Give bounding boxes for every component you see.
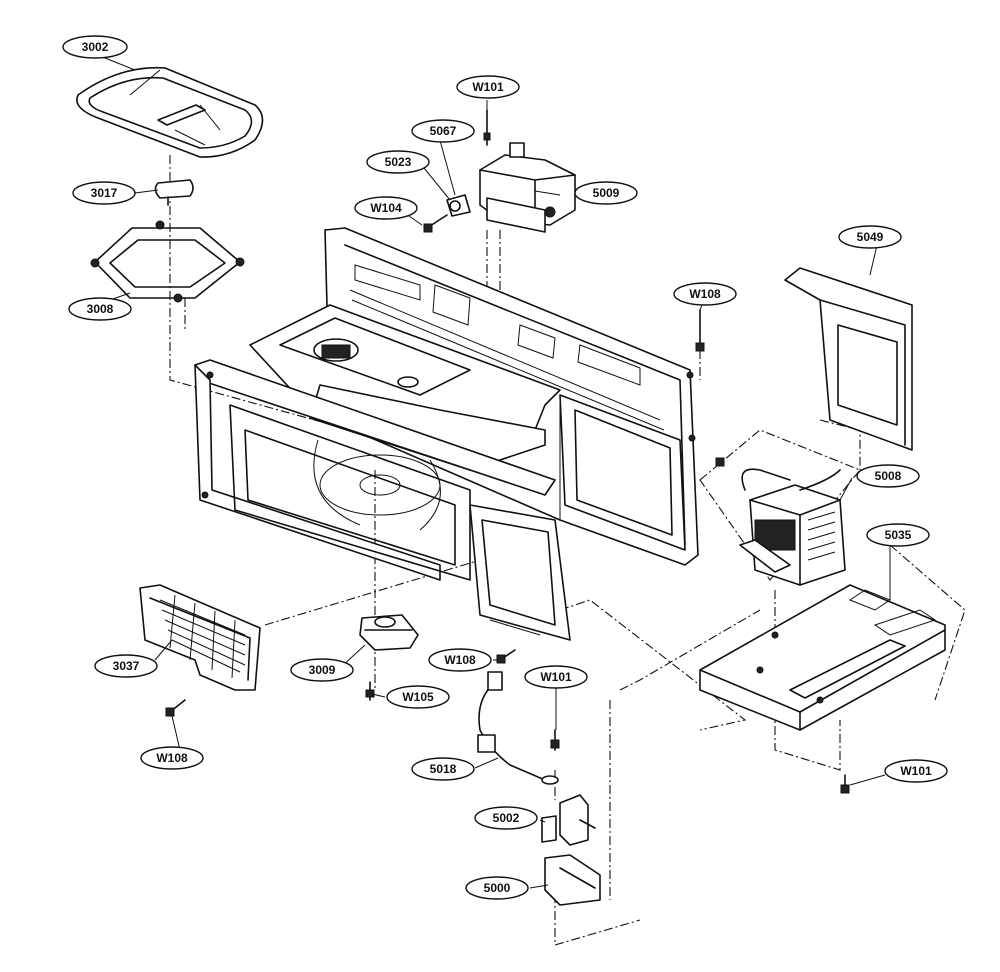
glass-tray-3002 [76, 66, 264, 158]
callout-w108-right-label: W108 [689, 287, 721, 301]
callout-w101-mid: W101 [524, 665, 588, 689]
callout-w101-top-label: W101 [472, 80, 504, 94]
turntable-motor-3009 [359, 614, 419, 651]
latch-5000 [544, 854, 601, 906]
screw-misc-right [715, 457, 725, 467]
oven-cavity-chassis [194, 227, 699, 641]
callout-5009-label: 5009 [593, 186, 620, 200]
callout-5018-label: 5018 [430, 762, 457, 776]
screw-w108-right [695, 309, 705, 352]
callout-3009-label: 3009 [309, 663, 336, 677]
thermal-cutout-5023-5067 [423, 194, 471, 233]
callout-3009: 3009 [290, 658, 354, 682]
callout-5002-label: 5002 [493, 811, 520, 825]
callout-5035-label: 5035 [885, 528, 912, 542]
screw-w105 [365, 681, 375, 701]
screw-w108-center [496, 649, 516, 664]
cover-5049 [784, 267, 913, 451]
callout-w101-right: W101 [884, 759, 948, 783]
screw-w101-top [483, 109, 491, 146]
callout-w108-left: W108 [140, 746, 204, 770]
callout-w108-left-label: W108 [156, 751, 188, 765]
callout-5023-label: 5023 [385, 155, 412, 169]
transformer-5008 [739, 468, 846, 586]
callout-5002: 5002 [474, 806, 538, 830]
callout-3037-label: 3037 [113, 659, 140, 673]
callout-w108-center: W108 [428, 648, 492, 672]
callout-w101-top: W101 [456, 75, 520, 99]
callout-3017: 3017 [72, 181, 136, 205]
base-plate-5035 [699, 584, 946, 731]
coupler-3017 [154, 179, 194, 206]
screw-w101-right [840, 774, 850, 794]
callout-3008-label: 3008 [87, 302, 114, 316]
callout-5000-label: 5000 [484, 881, 511, 895]
callout-3008: 3008 [68, 297, 132, 321]
callout-5008: 5008 [856, 464, 920, 488]
callout-5049: 5049 [838, 225, 902, 249]
callout-3002-label: 3002 [82, 40, 109, 54]
callout-w104: W104 [354, 196, 418, 220]
callout-w101-right-label: W101 [900, 764, 932, 778]
callout-5067-label: 5067 [430, 124, 457, 138]
magnetron-5009 [479, 142, 576, 233]
screw-w108-left [165, 699, 186, 717]
callout-w108-center-label: W108 [444, 653, 476, 667]
callout-w108-right: W108 [673, 282, 737, 306]
callout-5035: 5035 [866, 523, 930, 547]
callout-5008-label: 5008 [875, 469, 902, 483]
callout-w104-label: W104 [370, 201, 402, 215]
grille-3037 [139, 584, 261, 691]
callout-5018: 5018 [411, 757, 475, 781]
callout-w101-mid-label: W101 [540, 670, 572, 684]
callout-5009: 5009 [574, 181, 638, 205]
callout-5000: 5000 [465, 876, 529, 900]
callout-3037: 3037 [94, 654, 158, 678]
callout-3002: 3002 [62, 35, 128, 59]
callout-5049-label: 5049 [857, 230, 884, 244]
callout-w105-label: W105 [402, 690, 434, 704]
roller-ring-3008 [90, 220, 245, 303]
callout-5023: 5023 [366, 150, 430, 174]
callout-w105: W105 [386, 685, 450, 709]
callout-5067: 5067 [411, 119, 475, 143]
switch-5002 [541, 794, 596, 846]
screw-w101-mid [550, 729, 560, 751]
wire-harness-5018 [477, 671, 559, 785]
callout-3017-label: 3017 [91, 186, 118, 200]
